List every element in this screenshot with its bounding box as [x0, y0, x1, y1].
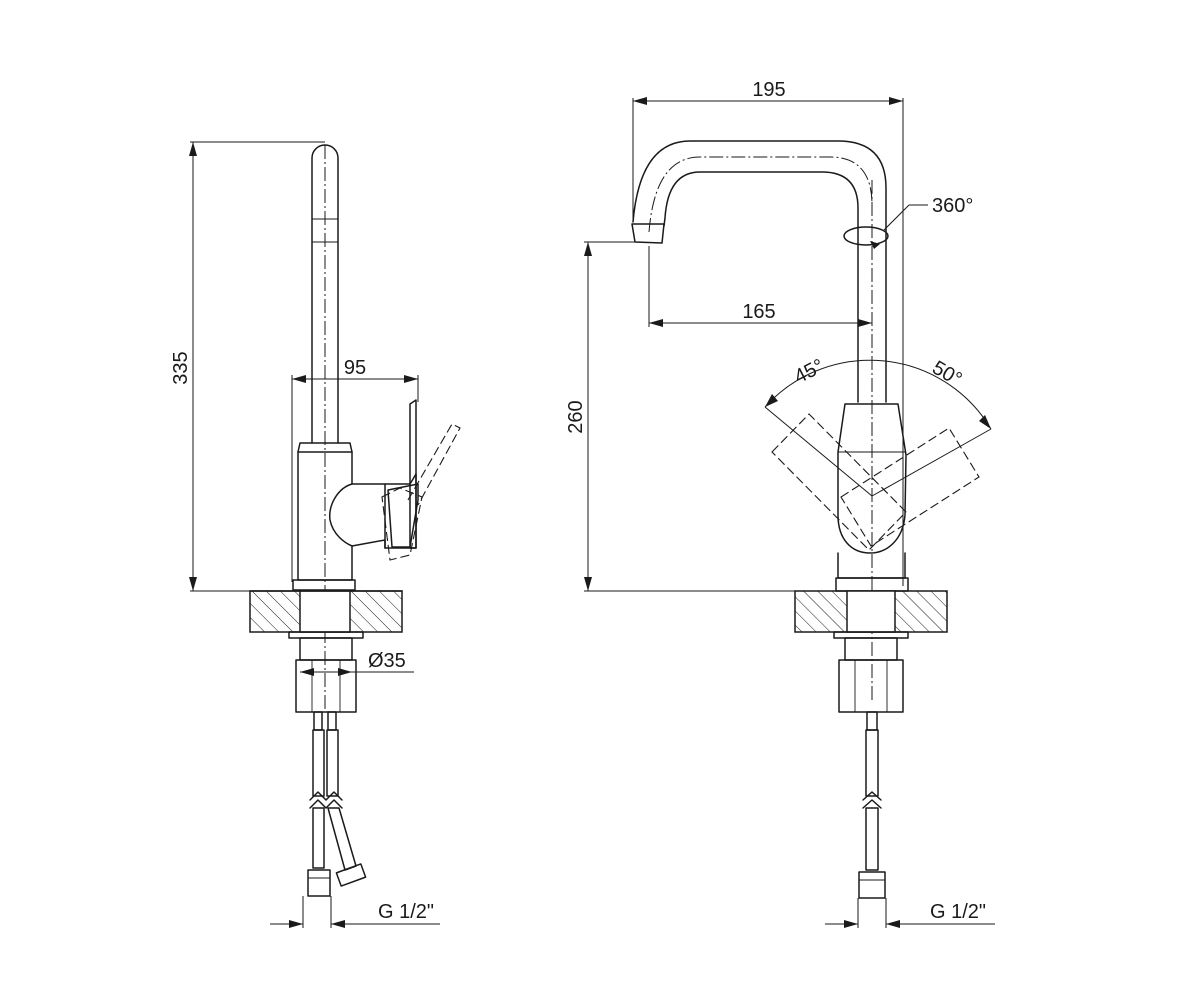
side-mounting-nut	[295, 637, 357, 713]
dim-spout-reach-label: 165	[742, 301, 775, 323]
dim-side-connection-label: G 1/2"	[378, 901, 434, 923]
dim-spout-height-label: 260	[565, 400, 587, 433]
front-body	[771, 403, 980, 592]
dim-side-depth-label: 95	[344, 357, 366, 379]
side-view: 335 95 Ø35 G 1/2"	[170, 141, 461, 928]
dim-body-diameter-label: Ø35	[368, 650, 406, 672]
side-body	[292, 442, 356, 591]
dim-side-height-label: 335	[170, 351, 192, 384]
front-view: 195 360° 165 260	[565, 79, 995, 928]
dim-swivel-label: 360°	[932, 195, 973, 217]
dim-lever-angles: 45° 50°	[764, 355, 992, 497]
dim-side-connection: G 1/2"	[270, 896, 440, 928]
dim-front-connection-label: G 1/2"	[930, 901, 986, 923]
side-handle	[351, 399, 461, 561]
front-countertop	[794, 590, 948, 639]
dim-lever-right-angle-label: 50°	[928, 357, 965, 391]
side-hoses	[307, 711, 367, 897]
dim-spout-reach: 165	[648, 246, 872, 327]
dim-front-width: 195	[632, 79, 904, 586]
front-hose	[858, 711, 886, 899]
dim-body-diameter: Ø35	[300, 650, 414, 676]
front-spout	[631, 140, 889, 700]
dim-side-depth: 95	[291, 357, 419, 582]
dim-front-width-label: 195	[752, 79, 785, 101]
front-mounting-nut	[838, 637, 904, 713]
dim-spout-height: 260	[565, 241, 836, 592]
dim-side-height: 335	[170, 141, 325, 592]
dim-lever-left-angle-label: 45°	[791, 355, 828, 388]
side-countertop	[249, 590, 403, 639]
dim-swivel: 360°	[883, 195, 973, 231]
dim-front-connection: G 1/2"	[825, 898, 995, 928]
